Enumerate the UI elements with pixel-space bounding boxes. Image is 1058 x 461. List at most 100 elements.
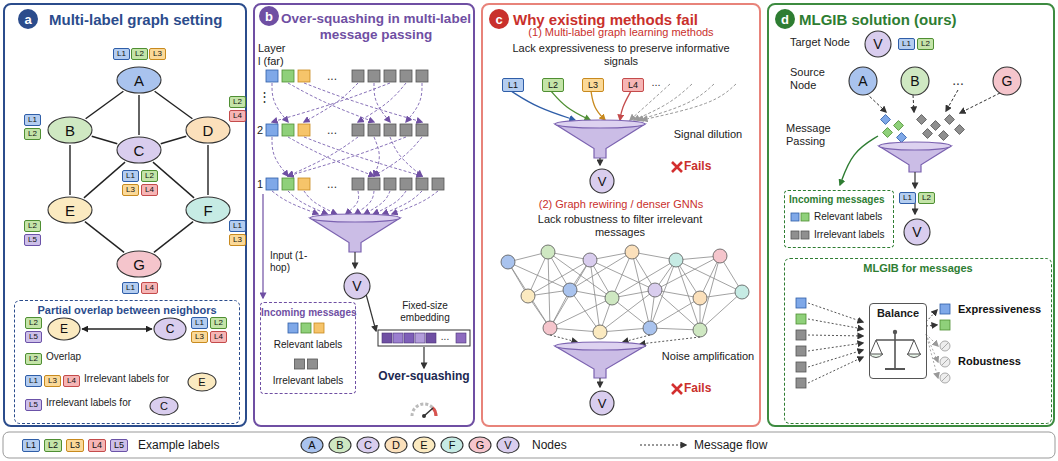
label-chip: L4 xyxy=(622,78,644,92)
message-square xyxy=(301,323,311,333)
message-square xyxy=(282,178,294,190)
node-ellipse xyxy=(590,169,614,193)
flow-arrow xyxy=(374,137,422,176)
graph-node: V xyxy=(496,436,520,454)
node-ellipse xyxy=(150,397,178,415)
panel: Over-squashing in multi-label message pa… xyxy=(253,3,475,427)
label-chip: L4 xyxy=(141,282,158,294)
node-text: L4 xyxy=(67,377,76,385)
message-square xyxy=(298,70,310,82)
legend-text: Example labels xyxy=(138,439,248,453)
node-text: C xyxy=(134,143,145,158)
node-text: L2 xyxy=(135,50,144,58)
node-text: F xyxy=(203,203,212,218)
flow-arrow xyxy=(808,343,863,351)
graph-node: C xyxy=(153,317,187,341)
label-text: 1 xyxy=(257,178,265,191)
graph-edge xyxy=(153,162,194,198)
node-text: G xyxy=(133,257,145,272)
message-square xyxy=(266,70,278,82)
dashed-group: MLGIB for messagesBalance xyxy=(784,258,1052,424)
graph-edge xyxy=(86,91,124,118)
node-text: L5 xyxy=(29,333,38,341)
message-square xyxy=(368,178,380,190)
flow-arrow xyxy=(304,191,337,214)
panel-letter: d xyxy=(775,9,795,29)
node-ellipse xyxy=(357,437,379,453)
flow-arrow xyxy=(288,137,358,176)
label-text: ... xyxy=(646,76,666,89)
label-chip: L3 xyxy=(191,331,208,343)
message-square xyxy=(416,178,428,190)
label-chip: L1 xyxy=(899,192,916,204)
node-text: Incoming messages xyxy=(789,194,885,206)
node-text: c xyxy=(495,13,502,26)
graph-node: G xyxy=(992,66,1022,96)
message-square xyxy=(796,378,806,388)
panel-letter: c xyxy=(489,9,509,29)
graph-edge xyxy=(508,262,550,328)
label-text: Expressiveness xyxy=(958,303,1048,316)
node-text: D xyxy=(392,440,400,451)
flow-arrow xyxy=(392,191,438,214)
graph-node-dot xyxy=(543,321,557,335)
graph-node-dot xyxy=(501,255,515,269)
node-ellipse xyxy=(186,197,230,223)
graph-node: E xyxy=(47,317,81,341)
node-ellipse xyxy=(590,391,614,415)
fail-cross xyxy=(672,162,682,172)
graph-node: V xyxy=(589,390,615,416)
message-square xyxy=(796,298,806,308)
embedding-cell xyxy=(415,333,425,343)
graph-node-dot xyxy=(625,245,639,259)
graph-edge xyxy=(650,298,700,328)
message-square xyxy=(384,124,396,136)
graph-node: C xyxy=(356,436,380,454)
message-square xyxy=(881,115,891,125)
flow-arrow xyxy=(364,191,390,214)
graph-edge xyxy=(82,328,152,329)
node-text: L2 xyxy=(921,40,930,48)
message-square xyxy=(897,133,907,143)
message-square xyxy=(282,124,294,136)
label-text: Irrelevant labels for xyxy=(84,373,184,385)
graph-edge xyxy=(550,328,600,332)
label-chip: L4 xyxy=(141,184,158,196)
node-text: Incoming messages xyxy=(261,307,355,319)
graph-node: D xyxy=(185,116,231,144)
node-text: L1 xyxy=(195,319,204,327)
flow-arrow xyxy=(550,335,577,342)
flow-arrow xyxy=(914,203,915,214)
label-text: Message Passing xyxy=(786,122,870,147)
blocked-slash xyxy=(942,343,949,350)
label-chip: L2 xyxy=(141,170,158,182)
graph-edge xyxy=(650,328,700,330)
node-ellipse xyxy=(301,437,323,453)
graph-node: F xyxy=(185,196,231,224)
graph-node: D xyxy=(384,436,408,454)
node-text: L2 xyxy=(28,222,37,230)
blocked-slash xyxy=(942,375,949,382)
node-text: L1 xyxy=(126,172,135,180)
blocked-message xyxy=(940,373,950,383)
node-text: Why existing methods fail xyxy=(513,11,753,28)
label-chip: L1 xyxy=(22,439,40,452)
flow-arrow xyxy=(926,310,937,322)
node-ellipse xyxy=(154,318,186,340)
node-text: L4 xyxy=(214,333,223,341)
node-text: L5 xyxy=(28,236,37,244)
node-text: Irrelevant labels xyxy=(261,375,355,387)
label-chip: L2 xyxy=(542,78,564,92)
graph-node: A xyxy=(116,66,162,94)
label-text: ... xyxy=(316,124,348,138)
label-chip: L3 xyxy=(149,48,166,60)
label-text: ⋮ xyxy=(258,90,266,105)
node-ellipse xyxy=(497,437,519,453)
node-text: L2 xyxy=(145,172,154,180)
flow-arrow xyxy=(304,83,358,122)
message-square xyxy=(796,346,806,356)
message-square xyxy=(416,70,428,82)
node-text: d xyxy=(781,13,789,26)
flow-arrow xyxy=(551,91,590,120)
label-chip: L2 xyxy=(25,317,42,329)
